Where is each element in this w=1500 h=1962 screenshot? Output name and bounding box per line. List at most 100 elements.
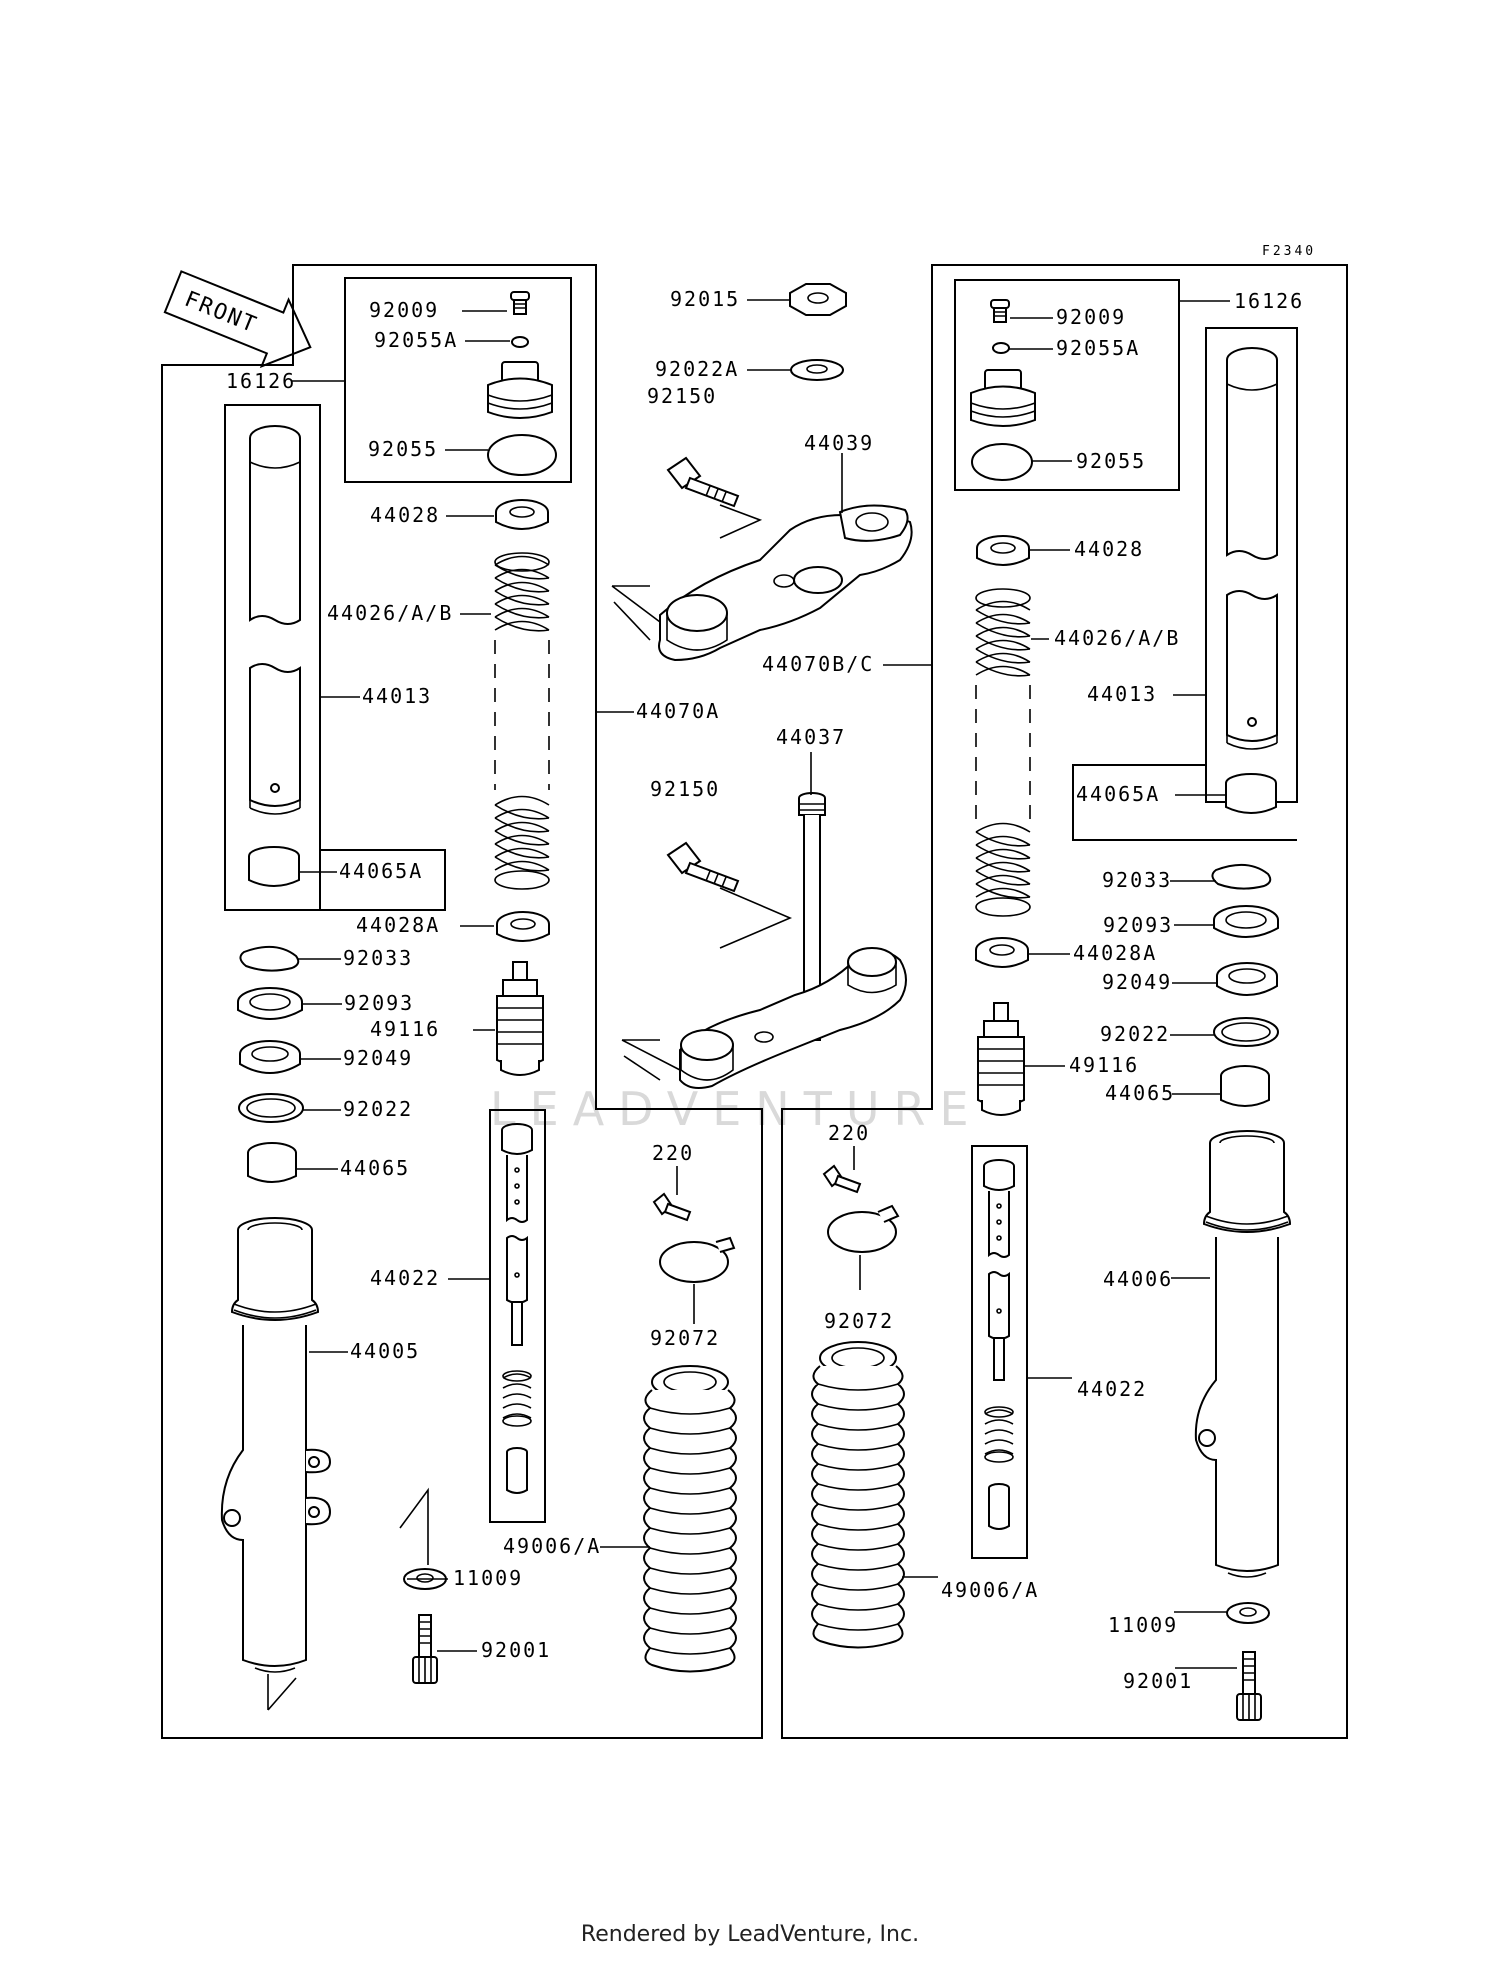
label-44026[interactable]: 44026/A/B <box>327 601 453 625</box>
spring-seat-44028-right-icon <box>976 535 1030 566</box>
label-92022A[interactable]: 92022A <box>655 357 739 381</box>
label-92150-lower[interactable]: 92150 <box>650 777 720 801</box>
label-92055A[interactable]: 92055A <box>374 328 458 352</box>
nut-92015-icon <box>789 283 847 316</box>
screw-220-right-icon <box>822 1164 862 1194</box>
label-92055[interactable]: 92055 <box>368 437 438 461</box>
figure-code: F2340 <box>1262 244 1316 259</box>
right-assembly-frame <box>781 264 1348 1739</box>
hose-clamp-92072-left-icon <box>659 1236 736 1283</box>
label-11009-right[interactable]: 11009 <box>1108 1613 1178 1637</box>
label-44065-left[interactable]: 44065 <box>340 1156 410 1180</box>
label-44039[interactable]: 44039 <box>804 431 874 455</box>
fork-boot-49006-right-icon <box>811 1341 905 1649</box>
label-49116-left[interactable]: 49116 <box>370 1017 440 1041</box>
label-44013-right[interactable]: 44013 <box>1087 682 1157 706</box>
bushing-44065A-right-icon <box>1225 773 1277 814</box>
circlip-92033-right-icon <box>1211 863 1272 890</box>
outer-tube-44005-icon <box>220 1217 332 1673</box>
label-44070BC[interactable]: 44070B/C <box>762 652 874 676</box>
label-44028-right[interactable]: 44028 <box>1074 537 1144 561</box>
right-damper-box <box>971 1145 1028 1559</box>
washer-92022-icon <box>238 1093 304 1123</box>
label-92015[interactable]: 92015 <box>670 287 740 311</box>
label-92049-right[interactable]: 92049 <box>1102 970 1172 994</box>
damper-rod-44022-left-icon <box>501 1123 533 1494</box>
label-92009[interactable]: 92009 <box>369 298 439 322</box>
label-49116-right[interactable]: 49116 <box>1069 1053 1139 1077</box>
label-92001-right[interactable]: 92001 <box>1123 1669 1193 1693</box>
left-damper-box <box>489 1109 546 1523</box>
right-inner-tube-box-ext <box>1072 764 1297 841</box>
label-92033-right[interactable]: 92033 <box>1102 868 1172 892</box>
upper-bracket-44039-icon <box>611 504 913 662</box>
label-11009-left[interactable]: 11009 <box>453 1566 523 1590</box>
label-92022-right[interactable]: 92022 <box>1100 1022 1170 1046</box>
label-49006-right[interactable]: 49006/A <box>941 1578 1039 1602</box>
label-44013-left[interactable]: 44013 <box>362 684 432 708</box>
label-44070A[interactable]: 44070A <box>636 699 720 723</box>
label-92033-left[interactable]: 92033 <box>343 946 413 970</box>
hose-clamp-92072-right-icon <box>827 1204 900 1253</box>
label-49006-left[interactable]: 49006/A <box>503 1534 601 1558</box>
fork-boot-49006-left-icon <box>643 1365 737 1673</box>
o-ring-92055-right-icon <box>971 443 1033 481</box>
label-92001-left[interactable]: 92001 <box>481 1638 551 1662</box>
steering-stem-44037-icon <box>621 792 907 1089</box>
label-44028A-left[interactable]: 44028A <box>356 913 440 937</box>
air-valve-screw-92009-right-icon <box>990 299 1010 323</box>
label-44028[interactable]: 44028 <box>370 503 440 527</box>
inner-tube-44013-right-icon <box>1226 347 1278 750</box>
label-92093-right[interactable]: 92093 <box>1103 913 1173 937</box>
bolt-92001-left-icon <box>412 1614 438 1684</box>
label-44037[interactable]: 44037 <box>776 725 846 749</box>
oil-seal-92093-right-icon <box>1213 905 1279 938</box>
bushing-44065A-icon <box>248 846 300 887</box>
label-44022-left[interactable]: 44022 <box>370 1266 440 1290</box>
label-44005[interactable]: 44005 <box>350 1339 420 1363</box>
front-arrow-icon: FRONT <box>163 270 312 369</box>
label-92072-right[interactable]: 92072 <box>824 1309 894 1333</box>
leader-lines <box>292 299 1237 1669</box>
label-92072-left[interactable]: 92072 <box>650 1326 720 1350</box>
label-44022-right[interactable]: 44022 <box>1077 1377 1147 1401</box>
label-92049-left[interactable]: 92049 <box>343 1046 413 1070</box>
label-16126-right[interactable]: 16126 <box>1234 289 1304 313</box>
label-44028A-right[interactable]: 44028A <box>1073 941 1157 965</box>
oil-seal-92049-icon <box>239 1040 301 1074</box>
outer-tube-44006-icon <box>1194 1130 1292 1578</box>
leader-44005-slash <box>267 1674 297 1711</box>
spring-seat-44028A-icon <box>496 911 550 942</box>
spring-seat-44028A-right-icon <box>975 937 1029 968</box>
label-44065-right[interactable]: 44065 <box>1105 1081 1175 1105</box>
label-220-right[interactable]: 220 <box>828 1121 870 1145</box>
bolt-92001-right-icon <box>1236 1651 1262 1721</box>
bushing-44065-right-icon <box>1220 1065 1270 1107</box>
label-92093-left[interactable]: 92093 <box>344 991 414 1015</box>
circlip-92033-icon <box>239 945 300 972</box>
fork-spring-44026-right-icon <box>975 588 1031 917</box>
o-ring-92055A-right-icon <box>992 342 1010 354</box>
air-valve-screw-92009-icon <box>510 291 530 315</box>
fork-cap-right-icon <box>970 369 1036 427</box>
leader-11009-slash <box>399 1487 429 1565</box>
label-44006[interactable]: 44006 <box>1103 1267 1173 1291</box>
screw-220-left-icon <box>652 1192 692 1222</box>
label-92009-right[interactable]: 92009 <box>1056 305 1126 329</box>
label-92055-right[interactable]: 92055 <box>1076 449 1146 473</box>
label-92150-upper[interactable]: 92150 <box>647 384 717 408</box>
right-cap-box <box>954 279 1180 491</box>
label-44026-right[interactable]: 44026/A/B <box>1054 626 1180 650</box>
label-44065A-right[interactable]: 44065A <box>1076 782 1160 806</box>
footer-credit: Rendered by LeadVenture, Inc. <box>580 1922 920 1947</box>
spring-seat-44028-icon <box>495 499 549 530</box>
label-92022-left[interactable]: 92022 <box>343 1097 413 1121</box>
label-220-left[interactable]: 220 <box>652 1141 694 1165</box>
inner-tube-44013-icon <box>249 425 301 815</box>
label-16126-left[interactable]: 16126 <box>226 369 296 393</box>
damper-valve-49116-right-icon <box>977 1002 1025 1116</box>
label-44065A-left[interactable]: 44065A <box>339 859 423 883</box>
bushing-44065-icon <box>247 1142 297 1183</box>
label-92055A-right[interactable]: 92055A <box>1056 336 1140 360</box>
